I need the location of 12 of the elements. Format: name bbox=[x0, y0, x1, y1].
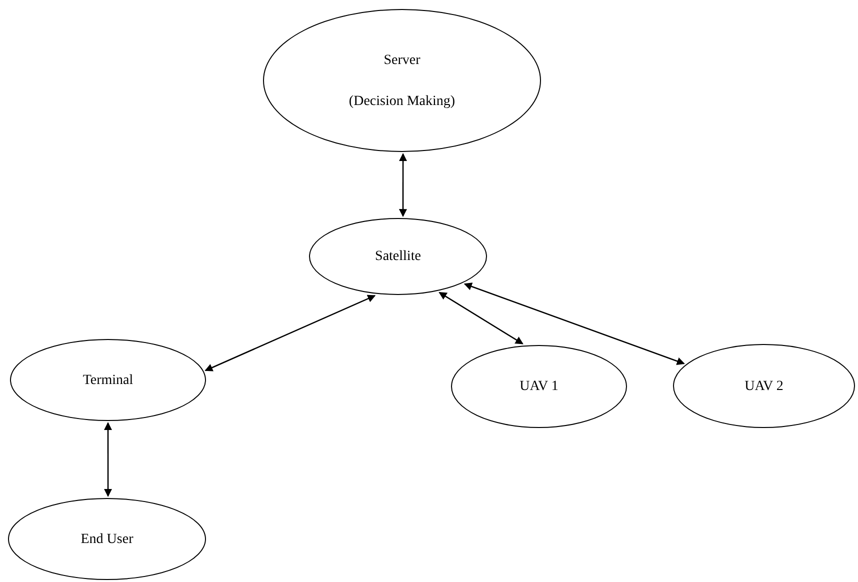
double-arrow bbox=[438, 292, 524, 344]
node-label: UAV 1 bbox=[520, 378, 558, 396]
node-label: Terminal bbox=[82, 372, 134, 390]
double-arrow bbox=[204, 294, 376, 372]
node-label: Server bbox=[384, 52, 420, 70]
double-arrow bbox=[399, 153, 408, 218]
double-arrow bbox=[464, 282, 685, 365]
node-label: (Decision Making) bbox=[348, 92, 456, 110]
double-arrow bbox=[104, 422, 112, 497]
node-label: End User bbox=[80, 530, 134, 548]
node-label: UAV 2 bbox=[744, 378, 784, 396]
node-label: Satellite bbox=[375, 248, 421, 266]
